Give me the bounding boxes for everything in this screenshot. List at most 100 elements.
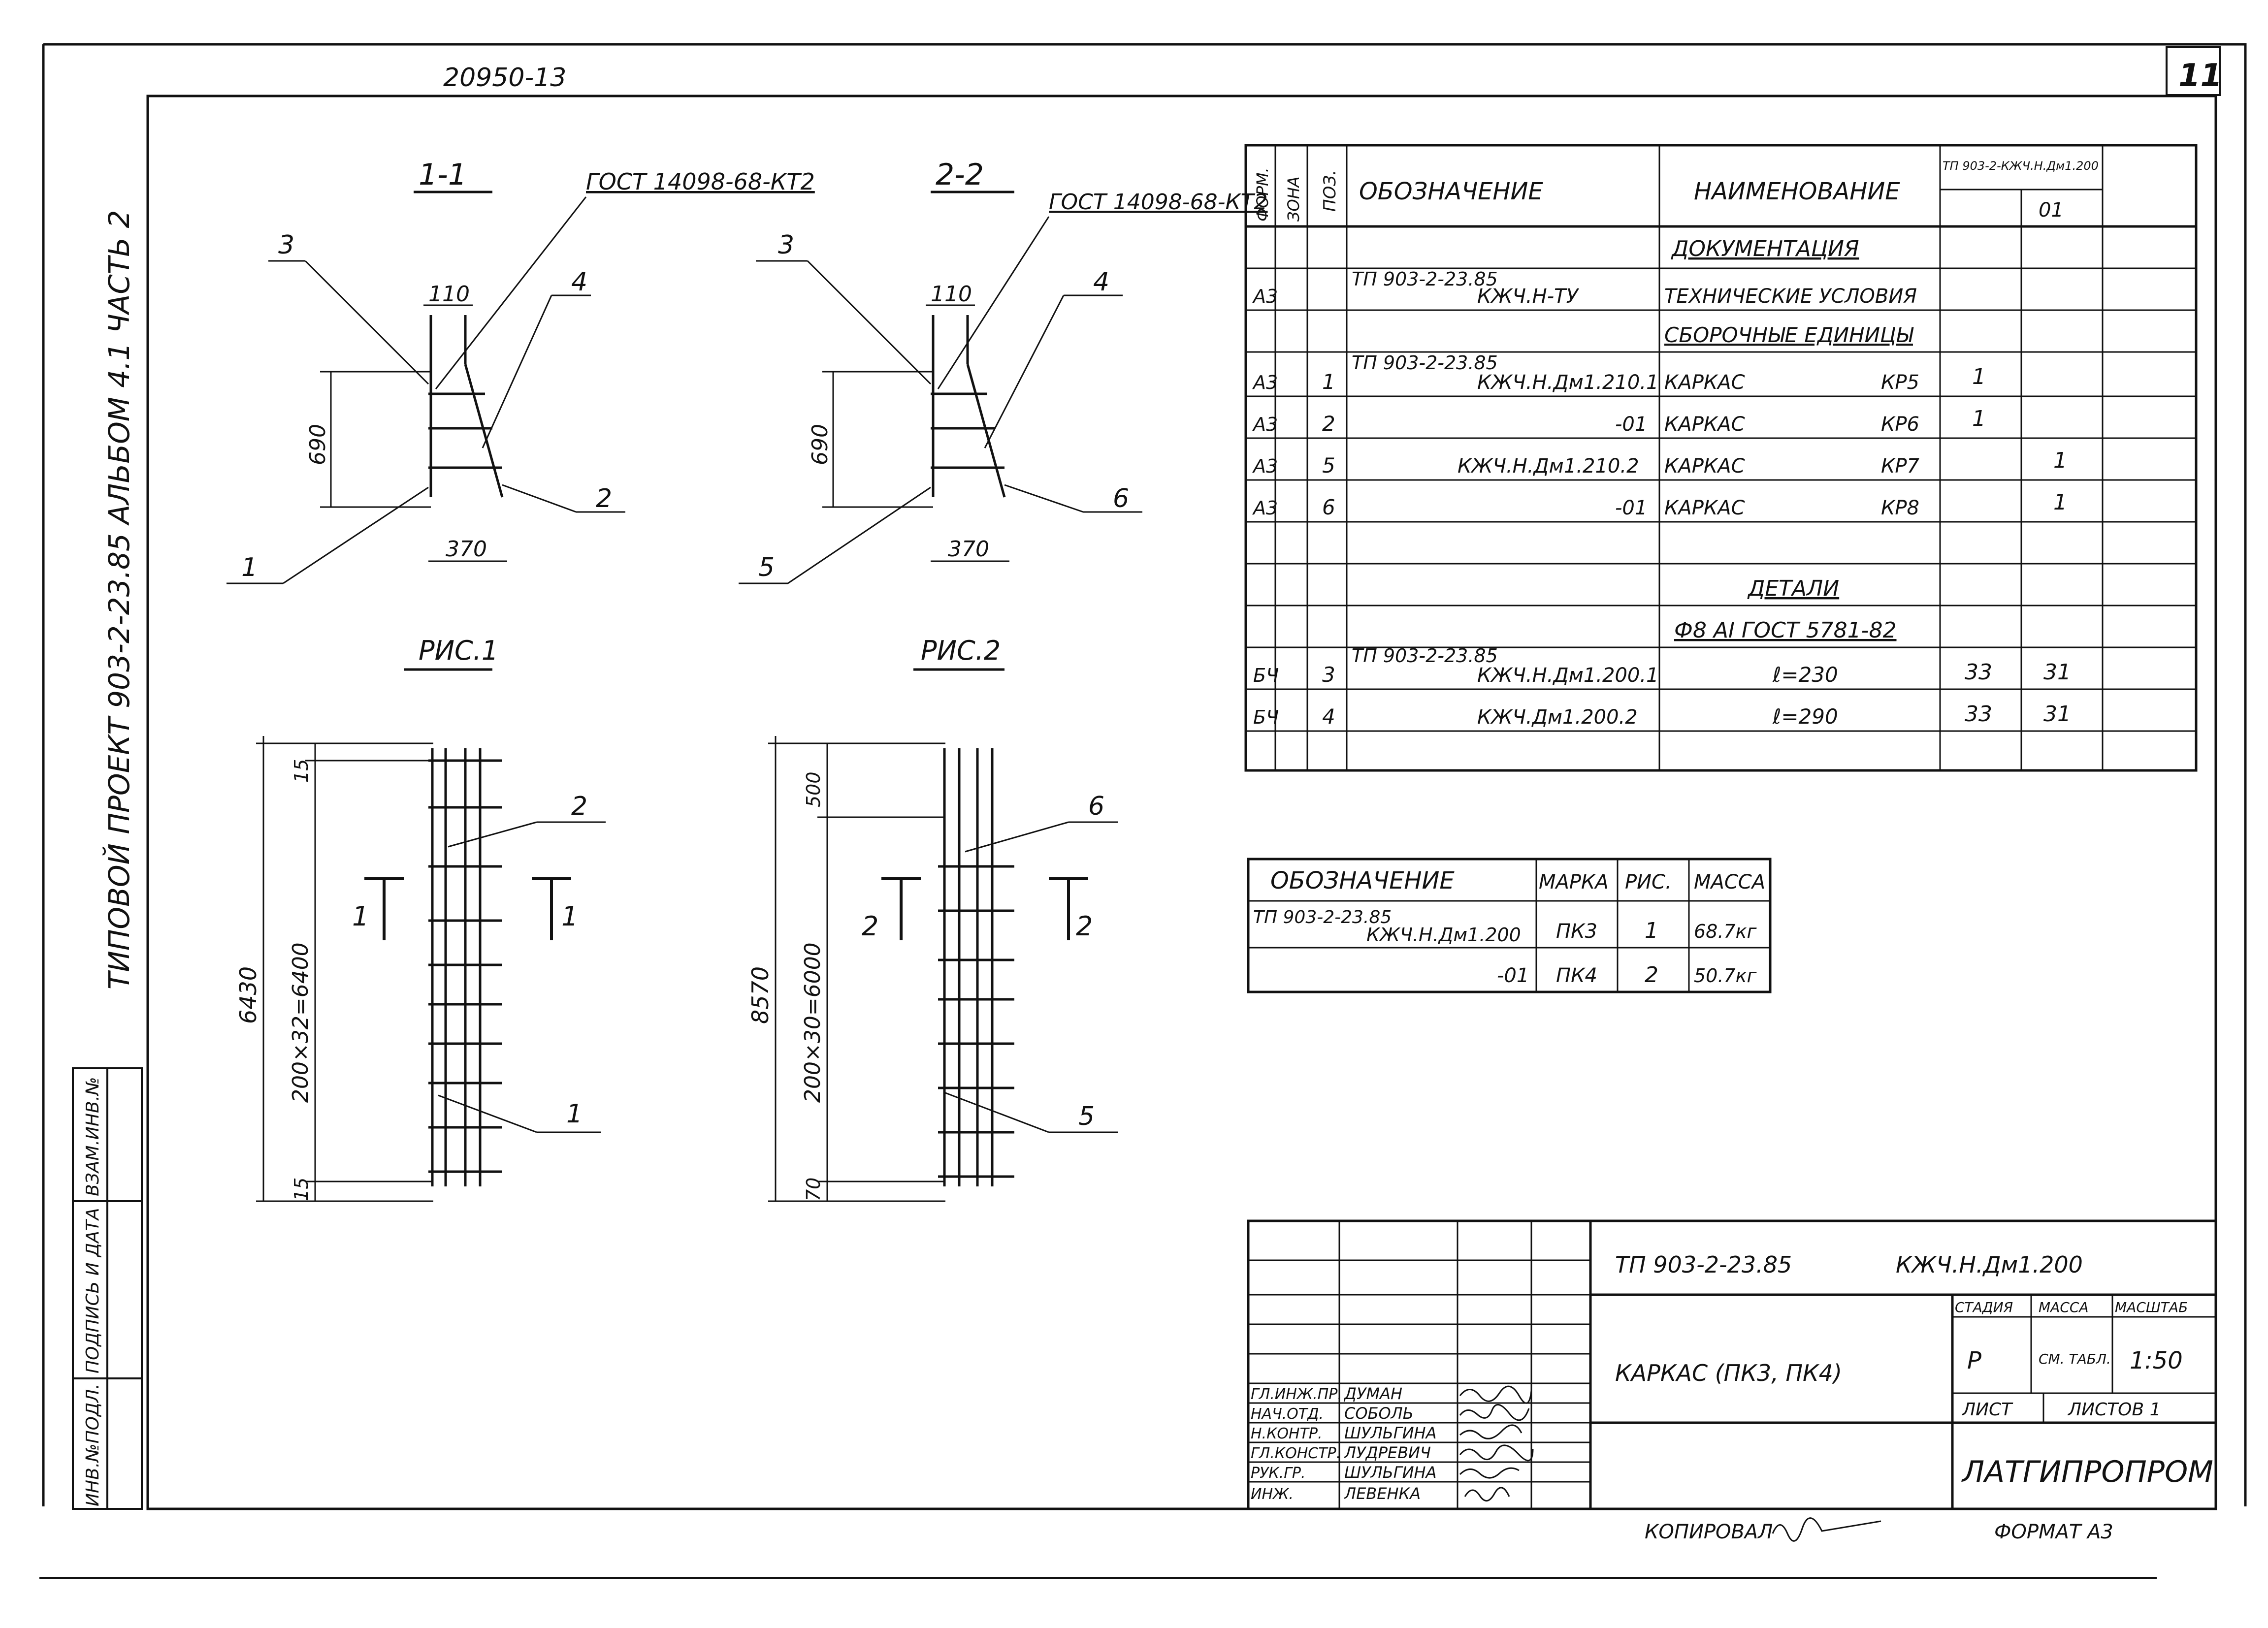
section-1-leader-3: 3	[278, 230, 294, 260]
spec-row-pos: 4	[1322, 704, 1335, 729]
section-1-leader-2: 2	[596, 484, 612, 513]
spec-row-name: ℓ=290	[1772, 704, 1838, 729]
mass-header-fig: РИС.	[1625, 871, 1672, 894]
staff-role: Н.КОНТР.	[1251, 1425, 1323, 1442]
spec-row-format: А3	[1252, 497, 1278, 519]
spec-row-q1: 33	[1965, 660, 1992, 685]
figure-1-leader-1: 1	[566, 1099, 583, 1129]
section-2-title: 2-2	[936, 158, 984, 192]
section-1-title: 1-1	[419, 158, 467, 192]
spec-row-name: ℓ=230	[1772, 663, 1838, 687]
title-sheets-label: ЛИСТОВ 1	[2067, 1400, 2161, 1420]
spec-row-pos: 1	[1322, 370, 1335, 394]
mass-row-designation: -01	[1497, 964, 1529, 987]
figure-1-dim-bottom-end: 15	[291, 1178, 312, 1201]
spec-header-zone: ЗОНА	[1284, 176, 1303, 222]
figure-1-dim-top-end: 15	[291, 759, 312, 783]
mass-header-mass: МАССА	[1694, 871, 1765, 894]
staff-name: ШУЛЬГИНА	[1344, 1424, 1436, 1442]
section-2-2: 2-2 ГОСТ 14098-68-КТ2 110	[739, 158, 1268, 584]
spec-row-format: А3	[1252, 414, 1278, 435]
vertical-project-title: ТИПОВОЙ ПРОЕКТ 903-2-23.85 АЛЬБОМ 4.1 ЧА…	[102, 210, 136, 990]
mass-row-mass: 68.7кг	[1694, 921, 1757, 942]
stamp-vzam-inv: ВЗАМ.ИНВ.№	[83, 1077, 103, 1197]
title-sheet-label: ЛИСТ	[1961, 1400, 2013, 1420]
spec-row-designation: КЖЧ.Н.Дм1.200.1	[1477, 664, 1659, 687]
spec-header-pos: ПОЗ.	[1320, 170, 1340, 212]
section-1-dim-bottom: 370	[446, 537, 487, 562]
spec-header-designation: ОБОЗНАЧЕНИЕ	[1359, 178, 1543, 205]
spec-row-format: А3	[1252, 455, 1278, 477]
staff-name: ЛЕВЕНКА	[1344, 1484, 1421, 1503]
spec-row-q1: 1	[1972, 406, 1986, 431]
stamp-signature-date: ПОДПИСЬ И ДАТА	[83, 1208, 103, 1373]
mass-row-mark: ПК3	[1556, 920, 1597, 943]
spec-row-format: БЧ	[1253, 665, 1279, 686]
spec-row-mark: КР6	[1881, 413, 1919, 436]
left-stamp: ТИПОВОЙ ПРОЕКТ 903-2-23.85 АЛЬБОМ 4.1 ЧА…	[72, 210, 143, 1510]
staff-role: ИНЖ.	[1251, 1486, 1294, 1503]
title-project: ТП 903-2-23.85	[1615, 1251, 1792, 1278]
sheet-number: 11	[2178, 58, 2222, 94]
spec-row-name: ТЕХНИЧЕСКИЕ УСЛОВИЯ	[1664, 285, 1917, 308]
spec-row-name: КАРКАС	[1664, 455, 1745, 478]
staff-role: РУК.ГР.	[1251, 1465, 1306, 1482]
figure-2: РИС.2	[747, 635, 1118, 1202]
figure-2-leader-6: 6	[1088, 792, 1104, 821]
mass-row-fig: 2	[1645, 962, 1658, 988]
staff-name: ЛУДРЕВИЧ	[1344, 1443, 1431, 1462]
mass-row-mark: ПК4	[1556, 964, 1597, 987]
mass-row-mass: 50.7кг	[1694, 965, 1757, 987]
spec-row-designation: КЖЧ.Н.Дм1.210.1	[1477, 371, 1659, 394]
footer-format: ФОРМАТ А3	[1994, 1521, 2113, 1543]
section-2-leader-6: 6	[1113, 484, 1129, 513]
figure-2-cut-right: 2	[1076, 911, 1093, 942]
title-mass: СМ. ТАБЛ.	[2039, 1351, 2111, 1367]
section-1-gost: ГОСТ 14098-68-КТ2	[586, 168, 815, 195]
staff-role: НАЧ.ОТД.	[1251, 1405, 1324, 1423]
spec-row-name: КАРКАС	[1664, 371, 1745, 394]
mass-row-fig: 1	[1645, 918, 1658, 943]
figure-2-dim-span: 200×30=6000	[800, 942, 825, 1103]
spec-row-q2: 1	[2053, 448, 2067, 473]
spec-header-col-01: 01	[2039, 199, 2064, 222]
section-2-dim-bottom: 370	[948, 537, 989, 562]
copier-signature	[1772, 1517, 1881, 1542]
spec-header-name: НАИМЕНОВАНИЕ	[1694, 178, 1900, 205]
staff-role: ГЛ.ИНЖ.ПР.	[1251, 1386, 1342, 1403]
title-doc-code: КЖЧ.Н.Дм1.200	[1896, 1251, 2083, 1278]
figure-2-dim-bottom-end: 70	[803, 1178, 824, 1201]
figure-2-leader-5: 5	[1078, 1102, 1095, 1131]
figure-1-dim-total: 6430	[235, 966, 261, 1024]
stamp-inv-no: ИНВ.№ПОДЛ.	[83, 1383, 103, 1506]
figure-2-caption: РИС.2	[921, 635, 1001, 666]
mass-row-designation-top: ТП 903-2-23.85	[1253, 907, 1392, 927]
section-1-dim-top: 110	[428, 282, 470, 307]
spec-row-pos: 5	[1322, 453, 1335, 478]
spec-row-name: КАРКАС	[1664, 413, 1745, 436]
figure-1-leader-2: 2	[571, 792, 587, 821]
spec-row-q2: 31	[2043, 660, 2071, 685]
spec-row-q1: 33	[1965, 702, 1992, 727]
section-2-dim-height: 690	[808, 424, 833, 465]
spec-row-designation-top: ТП 903-2-23.85	[1352, 268, 1498, 290]
archive-number: 20950-13	[443, 63, 566, 93]
spec-section-details: ДЕТАЛИ	[1747, 576, 1839, 601]
spec-row-designation-top: ТП 903-2-23.85	[1352, 352, 1498, 374]
spec-row-q2: 31	[2043, 702, 2071, 727]
title-mass-label: МАССА	[2039, 1299, 2089, 1315]
title-block: ТП 903-2-23.85 КЖЧ.Н.Дм1.200 КАРКАС (ПК3…	[1247, 1219, 2217, 1510]
section-1-leader-1: 1	[241, 553, 258, 582]
spec-table: ФОРМ. ЗОНА ПОЗ. ОБОЗНАЧЕНИЕ НАИМЕНОВАНИЕ…	[1244, 144, 2198, 772]
spec-row-mark: КР7	[1881, 455, 1920, 478]
section-2-leader-3: 3	[778, 230, 794, 260]
section-1-dim-height: 690	[305, 424, 330, 465]
spec-section-details-material: Ф8 АI ГОСТ 5781-82	[1674, 618, 1897, 643]
spec-row-designation: -01	[1615, 497, 1647, 519]
staff-name: СОБОЛЬ	[1344, 1404, 1414, 1423]
spec-row-designation: КЖЧ.Н-ТУ	[1477, 285, 1580, 308]
sheet-frame	[39, 43, 2247, 1579]
spec-section-assemblies: СБОРОЧНЫЕ ЕДИНИЦЫ	[1664, 323, 1914, 347]
figure-2-dim-top-end: 500	[803, 771, 824, 807]
